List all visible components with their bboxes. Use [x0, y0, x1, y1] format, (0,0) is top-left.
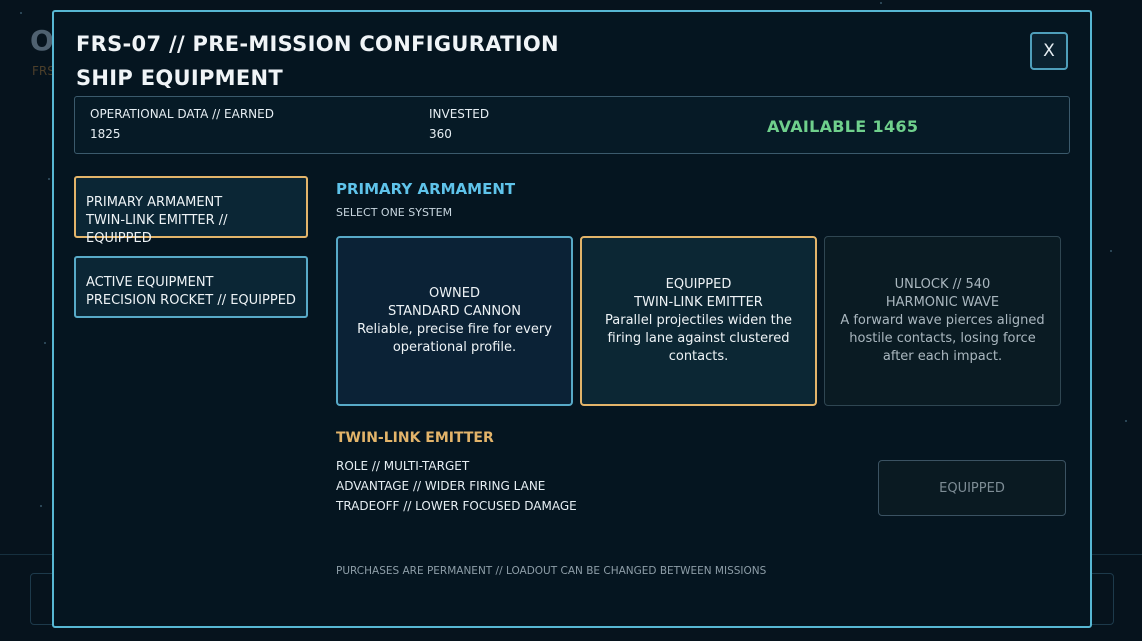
earned-label: OPERATIONAL DATA // EARNED	[90, 107, 274, 121]
invested-label: INVESTED	[429, 107, 490, 121]
detail-role: ROLE // MULTI-TARGET	[336, 459, 470, 473]
detail-name: TWIN-LINK EMITTER	[336, 430, 494, 446]
card-harmonic-wave[interactable]: UNLOCK // 540 HARMONIC WAVE A forward wa…	[824, 236, 1061, 406]
card-twin-link-emitter[interactable]: EQUIPPED TWIN-LINK EMITTER Parallel proj…	[580, 236, 817, 406]
star	[40, 505, 42, 507]
detail-advantage: ADVANTAGE // WIDER FIRING LANE	[336, 479, 546, 493]
star	[48, 178, 50, 180]
card-status: OWNED	[428, 286, 481, 301]
footer-note: PURCHASES ARE PERMANENT // LOADOUT CAN B…	[336, 565, 767, 577]
star	[1125, 420, 1127, 422]
modal-title: FRS-07 // PRE-MISSION CONFIGURATION	[76, 32, 559, 56]
section-title: PRIMARY ARMAMENT	[336, 180, 516, 198]
stats-panel: OPERATIONAL DATA // EARNED 1825 INVESTED…	[74, 96, 1070, 154]
star	[1110, 250, 1112, 252]
background-title: O	[30, 24, 54, 57]
background-subtitle: FRS	[32, 64, 55, 78]
card-name: STANDARD CANNON	[387, 304, 522, 319]
slot-label: ACTIVE EQUIPMENT	[86, 275, 214, 290]
card-status: UNLOCK // 540	[894, 277, 991, 292]
slot-status: PRECISION ROCKET // EQUIPPED	[86, 293, 296, 308]
equipment-modal: FRS-07 // PRE-MISSION CONFIGURATION SHIP…	[52, 10, 1092, 628]
slot-label: PRIMARY ARMAMENT	[86, 195, 223, 210]
star	[880, 2, 882, 4]
section-subtitle: SELECT ONE SYSTEM	[336, 206, 453, 219]
star	[20, 12, 22, 14]
earned-value: 1825	[90, 127, 121, 141]
close-button[interactable]: X	[1030, 32, 1068, 70]
equipped-button[interactable]: EQUIPPED	[878, 460, 1066, 516]
card-status: EQUIPPED	[665, 277, 732, 292]
available-balance: AVAILABLE 1465	[767, 117, 924, 136]
card-description: Reliable, precise fire for every operati…	[357, 322, 552, 355]
invested-value: 360	[429, 127, 452, 141]
detail-tradeoff: TRADEOFF // LOWER FOCUSED DAMAGE	[336, 499, 577, 513]
card-standard-cannon[interactable]: OWNED STANDARD CANNON Reliable, precise …	[336, 236, 573, 406]
star	[44, 342, 46, 344]
available-value: 1465	[872, 117, 919, 136]
modal-subtitle: SHIP EQUIPMENT	[76, 66, 284, 90]
card-name: TWIN-LINK EMITTER	[634, 295, 763, 310]
slot-status: TWIN-LINK EMITTER // EQUIPPED	[86, 213, 228, 246]
card-description: Parallel projectiles widen the firing la…	[605, 313, 792, 364]
card-name: HARMONIC WAVE	[885, 295, 1000, 310]
card-description: A forward wave pierces aligned hostile c…	[840, 313, 1045, 364]
available-label: AVAILABLE	[767, 117, 867, 136]
slot-primary-armament[interactable]: PRIMARY ARMAMENT TWIN-LINK EMITTER // EQ…	[74, 176, 308, 246]
slot-active-equipment[interactable]: ACTIVE EQUIPMENT PRECISION ROCKET // EQU…	[74, 256, 308, 318]
